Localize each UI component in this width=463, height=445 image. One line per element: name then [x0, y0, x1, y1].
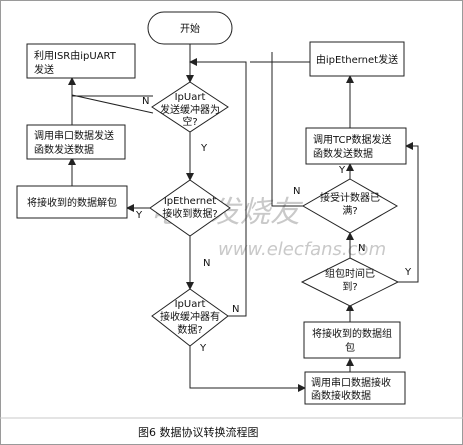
edge-uartrecv-yes — [189, 346, 306, 392]
node-start: 开始 — [147, 11, 233, 45]
node-ipuart-recv-line1: IpUart — [175, 299, 206, 310]
node-eth-send-label: 由ipEthernet发送 — [316, 53, 398, 66]
label-empty-yes: Y — [200, 143, 208, 154]
watermark-url: www.elecfans.com — [218, 239, 386, 260]
node-serial-send-line1: 调用串口数据发送 — [34, 129, 114, 142]
node-eth-send: 由ipEthernet发送 — [309, 41, 405, 77]
node-ipuart-empty-line1: IpUart — [175, 92, 206, 103]
node-ipuart-empty-line2: 发送缓冲器为 — [160, 103, 220, 116]
label-counter-no: N — [293, 186, 300, 197]
node-serial-recv-line1: 调用串口数据接收 — [311, 376, 391, 389]
node-ipuart-recv-line2: 接收缓冲器有 — [160, 310, 220, 323]
label-counter-yes: Y — [338, 165, 346, 176]
node-serial-recv: 调用串口数据接收 函数接收数据 — [304, 371, 406, 405]
node-ipuart-recv: IpUart 接收缓冲器有 数据? — [151, 288, 229, 347]
node-group-time: 组包时间已 到? — [300, 257, 400, 307]
label-uartrecv-yes: Y — [199, 343, 207, 354]
node-serial-recv-line2: 函数接收数据 — [311, 389, 371, 402]
node-group-time-line2: 到? — [342, 281, 357, 293]
node-ipuart-empty: IpUart 发送缓冲器为 空? — [151, 81, 229, 133]
node-counter-full-line2: 满? — [342, 205, 357, 217]
edge-time-yes — [398, 142, 419, 283]
node-counter-full: 接受计数器已 满? — [301, 178, 399, 234]
label-eth-yes: Y — [135, 210, 143, 221]
edge-uartrecv-no — [189, 58, 247, 317]
node-ipeth-recv-line2: 接收到数据? — [162, 207, 217, 220]
label-eth-no: N — [203, 258, 210, 269]
edge-empty-no — [71, 94, 154, 114]
node-isr-send: 利用ISR由ipUART 发送 — [26, 43, 136, 79]
node-serial-send-line2: 函数发送数据 — [34, 143, 94, 156]
label-time-no: N — [358, 243, 365, 254]
node-pack: 将接收到的数据组 包 — [303, 321, 401, 359]
node-ipeth-recv: IpEthernet 接收到数据? — [149, 179, 231, 237]
node-pack-line2: 包 — [345, 341, 355, 354]
figure-caption: 图6 数据协议转换流程图 — [138, 425, 259, 439]
node-serial-send: 调用串口数据发送 函数发送数据 — [26, 124, 126, 160]
node-ipuart-empty-line3: 空? — [182, 115, 197, 128]
node-isr-send-line1: 利用ISR由ipUART — [34, 49, 117, 62]
label-time-yes: Y — [404, 267, 412, 278]
node-counter-full-line1: 接受计数器已 — [320, 191, 380, 204]
node-unpack: 将接收到的数据解包 — [16, 185, 128, 219]
node-group-time-line1: 组包时间已 — [325, 267, 375, 280]
label-empty-no: N — [142, 96, 149, 107]
node-pack-line1: 将接收到的数据组 — [312, 327, 392, 340]
node-start-label: 开始 — [180, 22, 200, 35]
node-isr-send-line2: 发送 — [34, 63, 54, 76]
label-uartrecv-no: N — [232, 304, 239, 315]
node-unpack-label: 将接收到的数据解包 — [27, 196, 117, 209]
node-tcp-send-line1: 调用TCP数据发送 — [313, 133, 392, 146]
node-tcp-send-line2: 函数发送数据 — [313, 147, 373, 160]
node-tcp-send: 调用TCP数据发送 函数发送数据 — [305, 127, 407, 165]
node-ipuart-recv-line3: 数据? — [177, 323, 202, 336]
edge-counter-no — [271, 62, 303, 207]
node-ipeth-recv-line1: IpEthernet — [164, 196, 216, 207]
